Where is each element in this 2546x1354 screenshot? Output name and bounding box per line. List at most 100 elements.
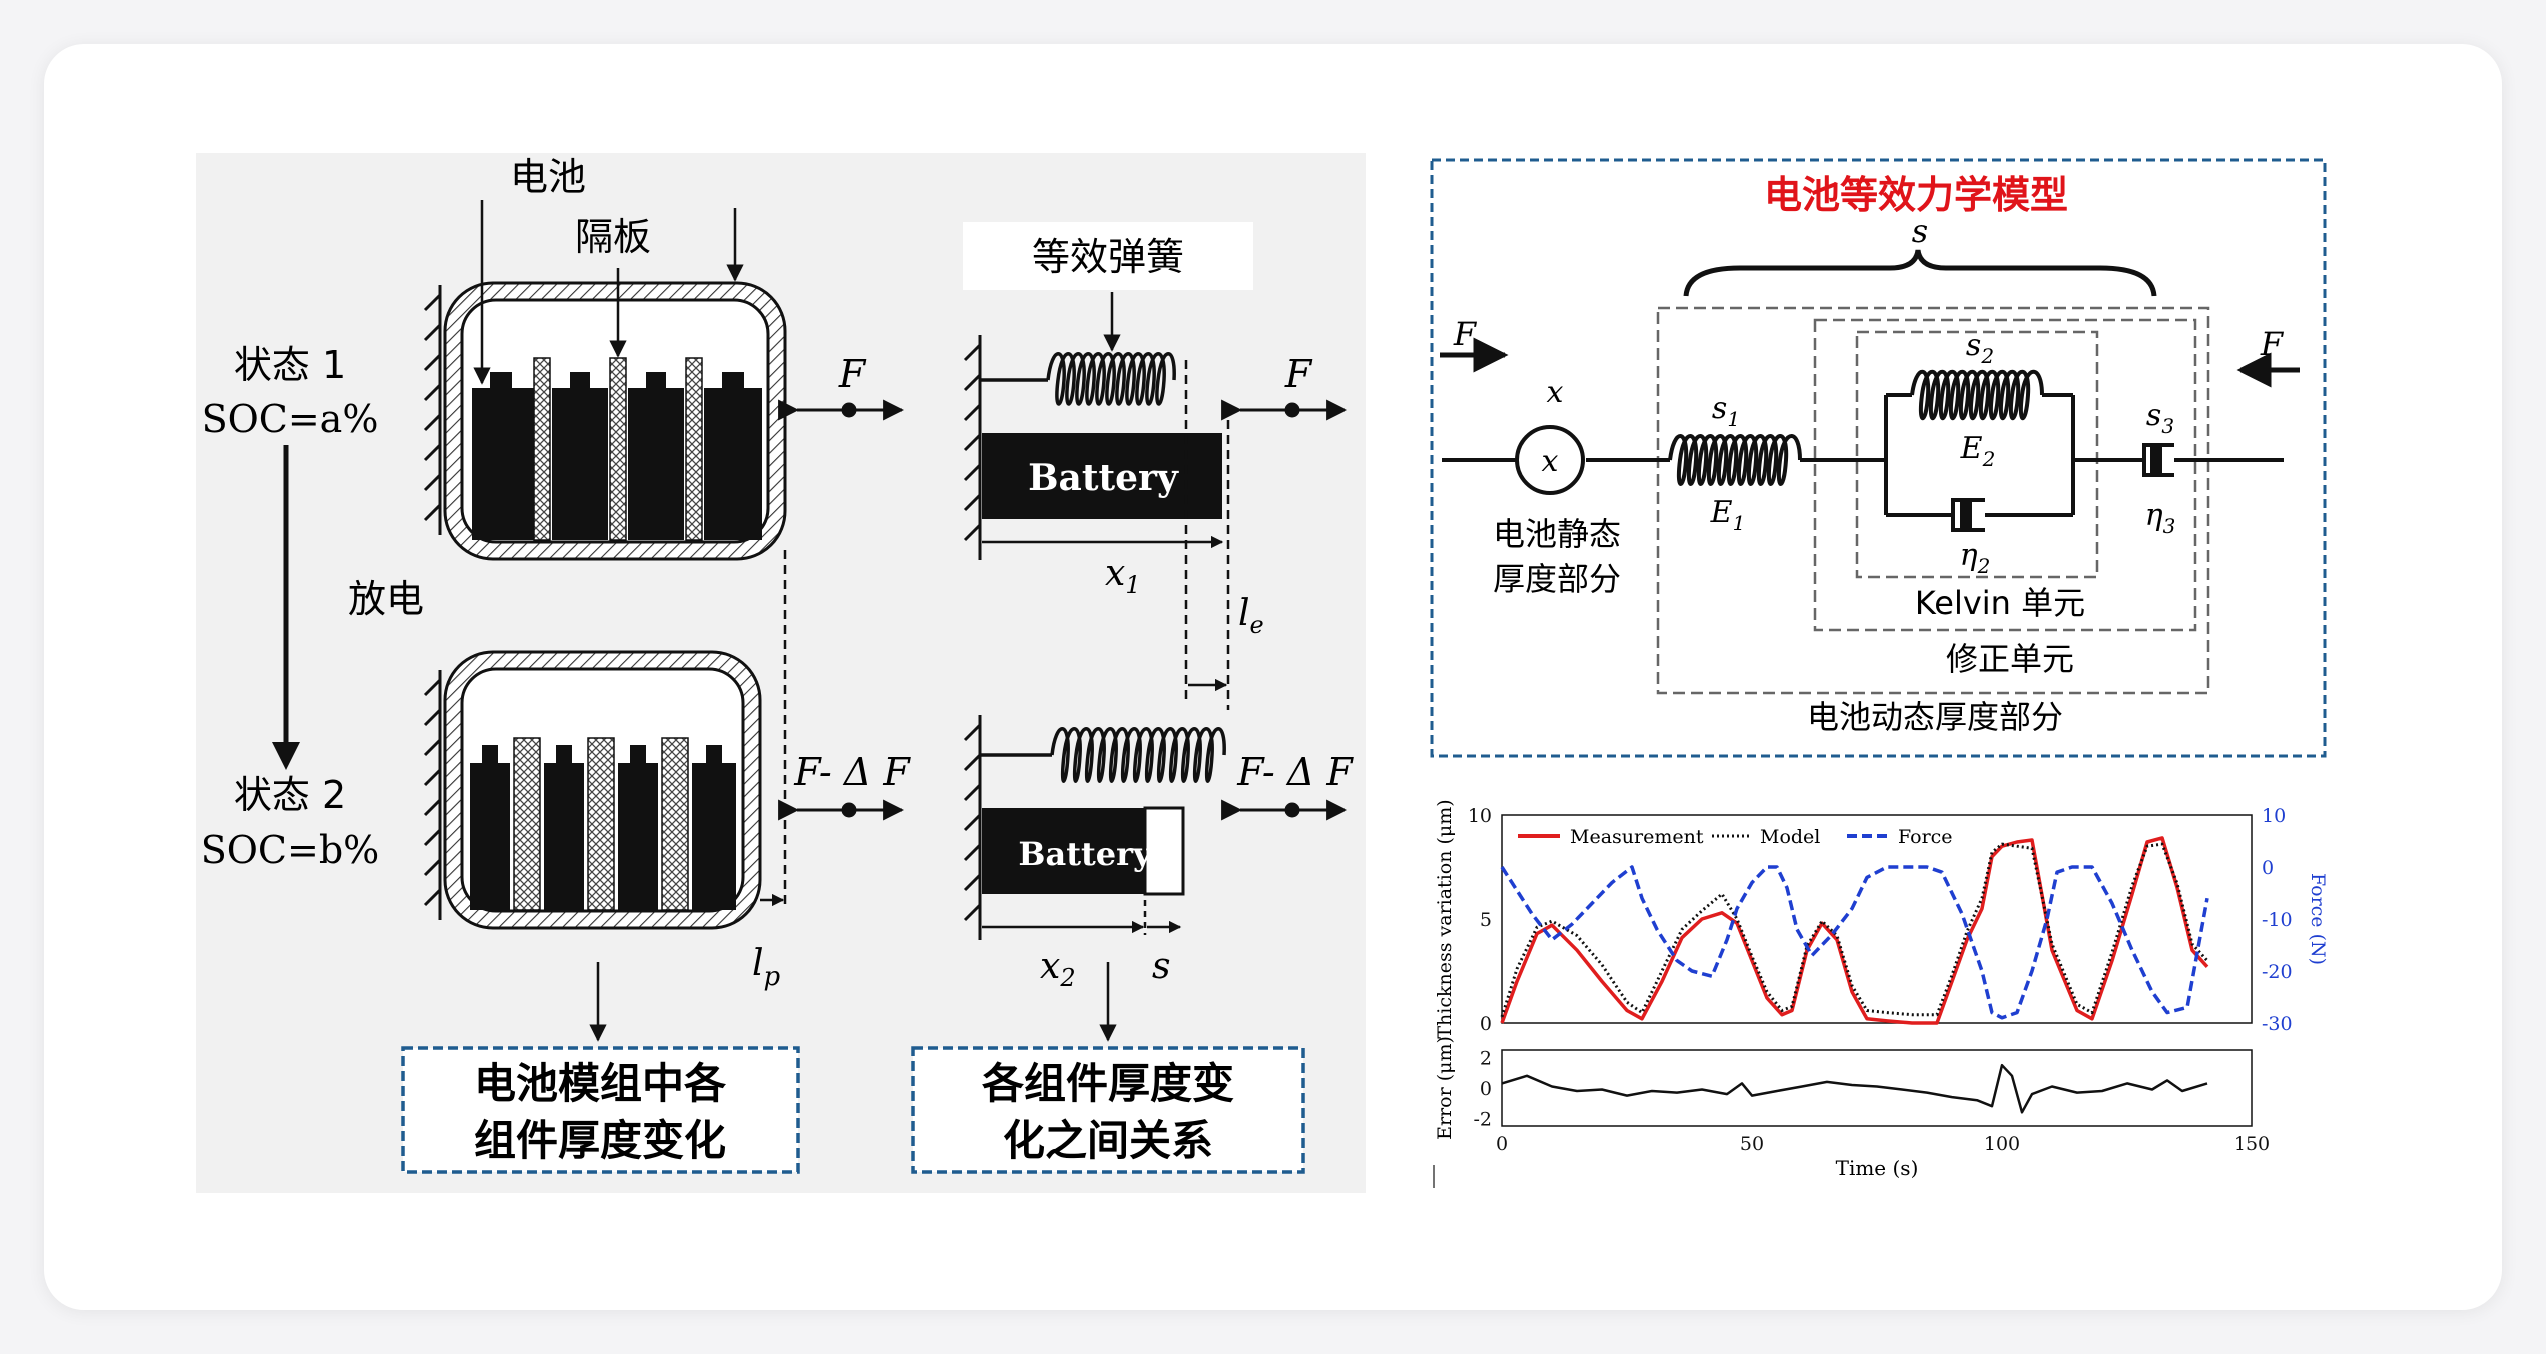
battery-label-bottom: Battery	[1018, 835, 1153, 873]
box1-line1: 电池模组中各	[474, 1059, 727, 1108]
x-tick-label: 150	[2234, 1133, 2270, 1155]
label-static-2: 厚度部分	[1493, 560, 1621, 598]
label-battery: 电池	[510, 155, 586, 199]
y-tick-label-right: -20	[2262, 961, 2293, 983]
equiv-spring-bg	[963, 222, 1253, 290]
dynamic-frame	[1656, 306, 2210, 695]
wall-right-top	[963, 335, 982, 560]
dashpot-eta3	[2142, 443, 2174, 477]
state2-title: 状态 2	[234, 773, 346, 817]
label-static-1: 电池静态	[1493, 515, 1621, 553]
force-arrow-right-top	[1221, 399, 1348, 421]
label-s: s	[1152, 946, 1170, 987]
label-eta3: η3	[2145, 498, 2176, 538]
battery-label-top: Battery	[1028, 457, 1179, 499]
label-F-left: F	[1453, 315, 1478, 353]
left-schematic: 电池 隔板 状态 1 SOC=a% 放电 状态 2 SOC=b%	[201, 155, 1354, 1174]
chart-series	[1500, 836, 2209, 1114]
label-x1: x1	[1105, 553, 1141, 599]
label-lp: lp	[752, 943, 781, 992]
label-s1: s1	[1712, 391, 1740, 431]
label-le: le	[1238, 593, 1264, 639]
battery-block-top	[982, 433, 1222, 519]
y-tick-label-right: 10	[2262, 805, 2286, 827]
label-modify: 修正单元	[1946, 640, 2074, 678]
summary-box-components	[401, 1046, 800, 1174]
force-arrow-top	[778, 399, 905, 421]
label-kelvin: Kelvin 单元	[1915, 584, 2085, 622]
ylabel-error: Error (μm)	[1434, 1036, 1456, 1140]
s-brace	[1683, 249, 2157, 297]
force-arrow-right-bottom	[1221, 799, 1348, 821]
label-F-right: F	[2260, 325, 2285, 363]
label-force-bottom: F- Δ F	[793, 750, 911, 794]
spring-e1	[1668, 434, 1802, 486]
label-force-right-top: F	[1284, 352, 1313, 396]
model-wires	[1442, 393, 2284, 517]
box1-line2: 组件厚度变化	[474, 1116, 726, 1165]
y-tick-label-left: 0	[1480, 1013, 1492, 1035]
label-force-top: F	[838, 352, 867, 396]
battery-gap	[1143, 806, 1185, 896]
validation-chart: Measurement Model Force Thickness variat…	[1433, 799, 2329, 1188]
label-discharge: 放电	[348, 577, 424, 621]
label-arrows	[473, 200, 744, 385]
wall-bottom	[423, 670, 442, 920]
battery-module-state2	[443, 650, 762, 930]
y-tick-label-right: -10	[2262, 909, 2293, 931]
state1-title: 状态 1	[234, 343, 346, 387]
battery-module-state1	[443, 281, 787, 561]
series-measurement	[1500, 836, 2209, 1025]
x-tick-label: 100	[1984, 1133, 2020, 1155]
wall-top	[423, 285, 442, 535]
static-element-circle	[1515, 425, 1585, 495]
label-x-circle: x	[1542, 444, 1559, 479]
wall-right-bottom	[963, 715, 982, 940]
spring-bottom	[980, 727, 1226, 783]
label-s2: s2	[1966, 328, 1994, 368]
x-tick-label: 0	[1496, 1133, 1508, 1155]
series-force	[1500, 865, 2209, 1020]
series-error	[1501, 1063, 2208, 1114]
summary-box-relationship	[911, 1046, 1305, 1174]
legend-force: Force	[1898, 826, 1953, 848]
legend-model: Model	[1760, 826, 1820, 848]
label-eta2: η2	[1960, 538, 1991, 578]
label-equivalent-spring: 等效弹簧	[1032, 235, 1184, 279]
y-tick-label-left: 10	[1468, 805, 1492, 827]
label-E2: E2	[1960, 431, 1996, 471]
label-dynamic: 电池动态厚度部分	[1807, 698, 2063, 736]
label-x: x	[1547, 375, 1564, 410]
chart-top-axes	[1501, 814, 2253, 1024]
spring-e2	[1910, 370, 2044, 420]
force-arrow-bottom	[778, 799, 905, 821]
series-model	[1500, 842, 2209, 1018]
kelvin-frame	[1855, 330, 2099, 579]
modify-frame	[1813, 318, 2197, 632]
chart-bottom-axes	[1501, 1049, 2253, 1127]
mechanical-model: 电池等效力学模型 s x x s1 E1 s2 E2	[1430, 158, 2327, 758]
dimension-guides-right	[1184, 360, 1230, 710]
x-tick-label: 50	[1740, 1133, 1764, 1155]
label-E1: E1	[1710, 495, 1746, 535]
y-tick-label-error: 0	[1480, 1078, 1492, 1100]
spring-top	[980, 352, 1176, 406]
state1-soc: SOC=a%	[202, 397, 379, 441]
label-s-total: s	[1912, 212, 1928, 250]
chart-legend: Measurement Model Force	[1518, 826, 1953, 848]
y-tick-label-error: 2	[1480, 1048, 1492, 1070]
box2-line2: 化之间关系	[1003, 1116, 1213, 1165]
state2-soc: SOC=b%	[201, 828, 380, 872]
label-s3: s3	[2146, 398, 2174, 438]
legend-measurement: Measurement	[1570, 826, 1704, 848]
discharge-arrowhead	[272, 742, 300, 770]
dashpot-eta2	[1951, 498, 1985, 532]
model-title: 电池等效力学模型	[1764, 173, 2068, 217]
label-separator: 隔板	[575, 215, 651, 259]
y-tick-label-error: -2	[1473, 1108, 1492, 1130]
y-tick-label-left: 5	[1480, 909, 1492, 931]
box2-line1: 各组件厚度变	[982, 1059, 1234, 1108]
y-tick-label-right: -30	[2262, 1013, 2293, 1035]
ylabel-thickness: Thickness variation (μm)	[1434, 799, 1456, 1038]
